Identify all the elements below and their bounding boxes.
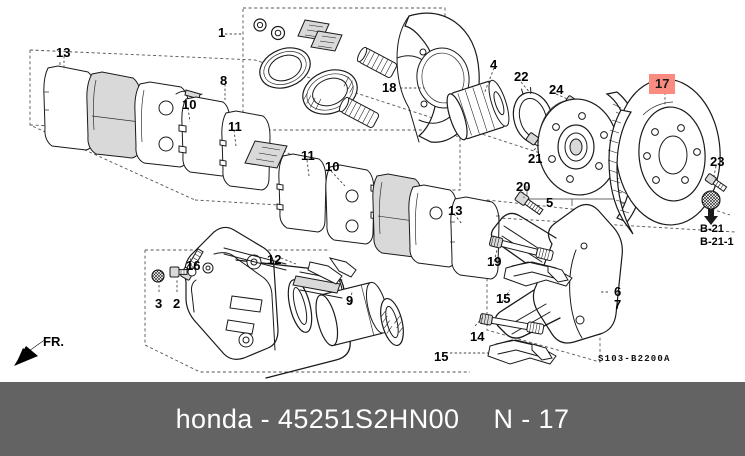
callout-number-18[interactable]: 18 [382, 80, 397, 95]
callout-number-12[interactable]: 12 [267, 252, 282, 267]
callout-number-2[interactable]: 2 [173, 296, 181, 311]
caliper-fittings [151, 248, 214, 283]
callout-number-5[interactable]: 5 [546, 195, 554, 210]
reference-code-line: B-21-1 [700, 235, 734, 248]
callout-number-8[interactable]: 8 [220, 73, 228, 88]
callout-number-20[interactable]: 20 [516, 179, 531, 194]
callout-number-10[interactable]: 10 [182, 97, 197, 112]
callout-number-3[interactable]: 3 [155, 296, 163, 311]
bleeder-2 [169, 266, 188, 278]
footer-caption: honda - 45251S2HN00 N - 17 [176, 404, 570, 435]
callout-number-15[interactable]: 15 [434, 349, 449, 364]
callout-number-7[interactable]: 7 [614, 297, 622, 312]
callout-number-15[interactable]: 15 [496, 291, 511, 306]
callout-number-6[interactable]: 6 [614, 284, 622, 299]
callout-number-11[interactable]: 11 [301, 148, 315, 163]
brake-pad-set [43, 65, 500, 280]
callout-number-1[interactable]: 1 [218, 25, 226, 40]
callout-number-10[interactable]: 10 [325, 159, 340, 174]
callout-number-22[interactable]: 22 [514, 69, 529, 84]
wheel-bearing [446, 79, 510, 141]
callout-number-13[interactable]: 13 [56, 45, 71, 60]
callout-number-24[interactable]: 24 [549, 82, 564, 97]
callout-number-21[interactable]: 21 [528, 151, 543, 166]
caliper-bracket [490, 203, 623, 344]
drawing-sheet-code: S103-B2200A [598, 354, 671, 364]
pad-retainer-clips [487, 261, 573, 365]
caliper-seal-kit [253, 18, 398, 128]
disc-retaining-screw [701, 173, 728, 225]
front-direction-arrow-icon [14, 340, 45, 366]
front-direction-label: FR. [43, 334, 64, 349]
caliper-body [184, 226, 351, 379]
callout-number-23[interactable]: 23 [710, 154, 725, 169]
bolt-20 [514, 191, 544, 216]
caliper-piston [287, 279, 404, 347]
callout-number-9[interactable]: 9 [346, 293, 354, 308]
footer-bar: honda - 45251S2HN00 N - 17 [0, 382, 745, 456]
callout-number-17-selected[interactable]: 17 [649, 74, 676, 94]
diagram-canvas: .ln { fill:none; stroke:#1a1a1a; stroke-… [29, 7, 736, 379]
exploded-parts-diagram: .ln { fill:none; stroke:#1a1a1a; stroke-… [14, 7, 736, 379]
callout-number-19[interactable]: 19 [487, 254, 502, 269]
callout-number-16[interactable]: 16 [186, 258, 201, 273]
leader-lines [63, 33, 717, 354]
wheel-hub [537, 98, 619, 196]
reference-code-line: B-21 [700, 223, 724, 235]
callout-number-4[interactable]: 4 [490, 57, 498, 72]
pad-retainer-springs [223, 247, 357, 299]
callout-number-13[interactable]: 13 [448, 203, 463, 218]
part-number-label: honda - 45251S2HN00 [175, 403, 460, 434]
page-reference-label: N - 17 [493, 403, 570, 434]
callout-number-11[interactable]: 11 [228, 119, 242, 134]
callout-number-14[interactable]: 14 [470, 329, 485, 344]
guide-pins [479, 235, 554, 335]
front-brake-disc [607, 78, 721, 235]
